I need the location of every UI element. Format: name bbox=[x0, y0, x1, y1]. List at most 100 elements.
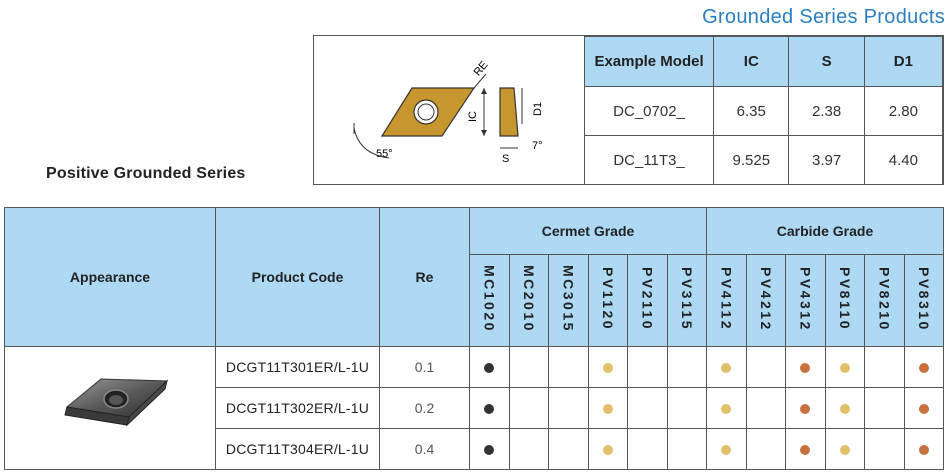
grade-header-pv8310: PV8310 bbox=[903, 254, 944, 347]
grade-availability-cell bbox=[864, 346, 905, 388]
grade-availability-cell bbox=[469, 428, 510, 470]
grade-availability-cell bbox=[706, 387, 747, 429]
grade-availability-cell bbox=[469, 387, 510, 429]
grade-availability-cell bbox=[864, 387, 905, 429]
grade-group-row: Appearance Product Code Re Cermet Grade … bbox=[4, 207, 944, 347]
grade-availability-cell bbox=[824, 387, 865, 429]
availability-dot-gold bbox=[839, 363, 850, 374]
grade-availability-cell bbox=[548, 346, 589, 388]
availability-dot-copper bbox=[918, 445, 929, 456]
grade-header-label: PV3115 bbox=[678, 266, 695, 332]
availability-dot-copper bbox=[918, 363, 929, 374]
product-code-cell: DCGT11T302ER/L-1U bbox=[215, 387, 380, 429]
spec-cell: DC_11T3_ bbox=[583, 135, 715, 185]
grade-header-label: PV1120 bbox=[599, 266, 616, 332]
grade-availability-cell bbox=[745, 346, 786, 388]
grade-availability-cell bbox=[548, 387, 589, 429]
availability-dot-gold bbox=[721, 445, 732, 456]
grade-availability-cell bbox=[548, 428, 589, 470]
grade-availability-cell bbox=[706, 428, 747, 470]
header-appearance: Appearance bbox=[4, 207, 216, 347]
grade-availability-cell bbox=[587, 428, 628, 470]
page-title: Grounded Series Products bbox=[702, 6, 945, 28]
grade-availability-cell bbox=[627, 428, 668, 470]
header-product-code: Product Code bbox=[215, 207, 380, 347]
insert-appearance-image bbox=[4, 346, 216, 470]
grade-availability-cell bbox=[666, 428, 707, 470]
availability-dot-gold bbox=[721, 404, 732, 415]
spec-row: DC_0702_ 6.35 2.38 2.80 bbox=[583, 86, 944, 136]
grade-availability-cell bbox=[785, 428, 826, 470]
grade-availability-cell bbox=[903, 428, 944, 470]
s-label: S bbox=[502, 153, 509, 165]
spec-header-model: Example Model bbox=[583, 36, 715, 87]
grade-availability-cell bbox=[508, 428, 549, 470]
spec-cell: 4.40 bbox=[863, 135, 944, 185]
grade-header-mc1020: MC1020 bbox=[469, 254, 510, 347]
spec-header-ic: IC bbox=[713, 36, 790, 87]
product-code-cell: DCGT11T301ER/L-1U bbox=[215, 346, 380, 388]
re-cell: 0.4 bbox=[379, 428, 470, 470]
grade-availability-cell bbox=[903, 346, 944, 388]
grade-header-pv1120: PV1120 bbox=[587, 254, 628, 347]
grade-availability-cell bbox=[745, 428, 786, 470]
grade-availability-cell bbox=[587, 346, 628, 388]
grade-header-pv4312: PV4312 bbox=[785, 254, 826, 347]
availability-dot-gold bbox=[721, 363, 732, 374]
grade-availability-cell bbox=[706, 346, 747, 388]
product-code-cell: DCGT11T304ER/L-1U bbox=[215, 428, 380, 470]
spec-header-row: Example Model IC S D1 bbox=[583, 36, 944, 87]
grade-header-label: PV4312 bbox=[797, 266, 814, 332]
availability-dot-gold bbox=[602, 445, 613, 456]
availability-dot-copper bbox=[800, 404, 811, 415]
grade-availability-cell bbox=[824, 428, 865, 470]
grade-availability-cell bbox=[666, 387, 707, 429]
grade-header-label: PV4112 bbox=[718, 266, 735, 332]
availability-dot-gold bbox=[839, 404, 850, 415]
grade-header-pv3115: PV3115 bbox=[666, 254, 707, 347]
grade-header-label: MC2010 bbox=[520, 265, 537, 333]
grade-header-label: PV2110 bbox=[639, 266, 656, 332]
spec-row: DC_11T3_ 9.525 3.97 4.40 bbox=[583, 135, 944, 185]
grade-availability-cell bbox=[903, 387, 944, 429]
insert-image-svg bbox=[64, 377, 169, 427]
spec-cell: 9.525 bbox=[713, 135, 790, 185]
grade-availability-cell bbox=[508, 387, 549, 429]
grade-header-pv4112: PV4112 bbox=[706, 254, 747, 347]
availability-dot-black bbox=[484, 363, 495, 374]
spec-cell: DC_0702_ bbox=[583, 86, 715, 136]
grade-availability-cell bbox=[587, 387, 628, 429]
series-label: Positive Grounded Series bbox=[46, 165, 246, 182]
insert-diagram-svg: RE IC 55° D1 S 7° bbox=[353, 59, 544, 165]
grade-availability-cell bbox=[666, 346, 707, 388]
angle-55-label: 55° bbox=[376, 148, 393, 160]
spec-header-d1: D1 bbox=[863, 36, 944, 87]
grade-availability-cell bbox=[864, 428, 905, 470]
availability-dot-copper bbox=[800, 445, 811, 456]
grade-availability-cell bbox=[785, 346, 826, 388]
grade-header-label: PV8310 bbox=[915, 266, 932, 332]
angle-7-label: 7° bbox=[532, 140, 543, 152]
re-cell: 0.2 bbox=[379, 387, 470, 429]
grade-header-label: PV4212 bbox=[757, 266, 774, 332]
d1-label: D1 bbox=[532, 102, 544, 116]
availability-dot-copper bbox=[800, 363, 811, 374]
grade-header-label: PV8210 bbox=[876, 266, 893, 332]
availability-dot-black bbox=[484, 445, 495, 456]
header-cermet-grade: Cermet Grade bbox=[469, 207, 707, 255]
spec-cell: 6.35 bbox=[713, 86, 790, 136]
availability-dot-copper bbox=[918, 404, 929, 415]
availability-dot-gold bbox=[602, 404, 613, 415]
grade-availability-cell bbox=[745, 387, 786, 429]
grade-availability-cell bbox=[627, 346, 668, 388]
spec-panel: RE IC 55° D1 S 7° Example Model IC S D1 bbox=[313, 35, 944, 185]
availability-dot-gold bbox=[602, 363, 613, 374]
grade-header-pv4212: PV4212 bbox=[745, 254, 786, 347]
insert-side-view bbox=[499, 87, 519, 137]
re-label: RE bbox=[472, 59, 491, 78]
grade-header-label: PV8110 bbox=[836, 266, 853, 332]
grade-availability-cell bbox=[785, 387, 826, 429]
